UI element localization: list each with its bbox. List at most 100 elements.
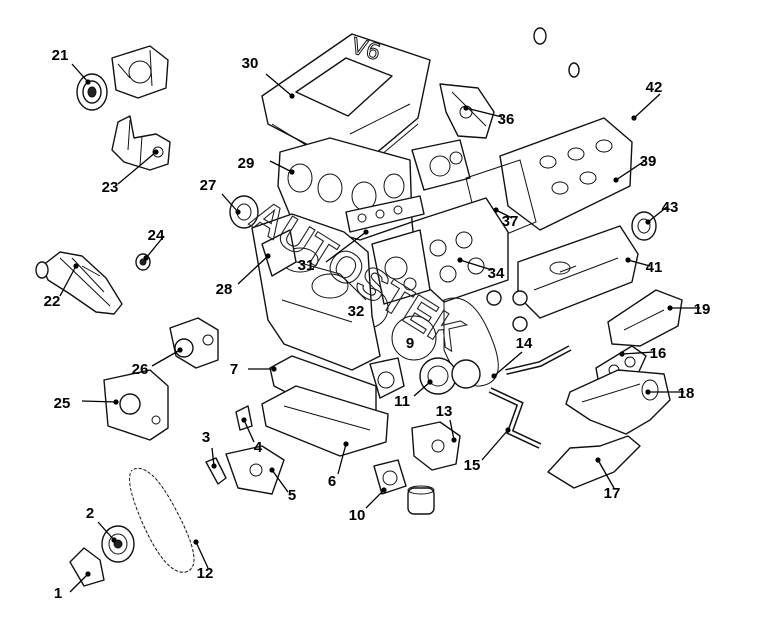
leader-line-13 [449,419,455,441]
callout-label-29: 29 [238,155,255,172]
callout-label-32: 32 [348,303,365,320]
leader-line-5 [271,469,289,493]
leader-dot-3 [211,463,217,469]
callout-label-31: 31 [298,257,315,274]
callout-label-25: 25 [54,395,71,412]
leader-line-30 [265,73,293,97]
part-5-bracket [225,445,285,495]
callout-4: 4 [241,417,263,456]
leader-dot-19 [667,305,673,311]
leader-dot-10 [381,487,387,493]
part-11-pulleys [419,357,481,395]
callout-32: 32 [348,303,365,320]
callout-42: 42 [631,79,662,121]
part-oil-filter [407,485,435,515]
leader-dot-4 [241,417,247,423]
callout-label-14: 14 [516,335,533,352]
callout-43: 43 [645,199,678,225]
part-3-tensioner [205,457,227,485]
leader-line-27 [221,193,239,213]
part-oil-pump [369,357,405,399]
callout-label-4: 4 [254,439,263,456]
callout-9: 9 [406,335,414,352]
callout-29: 29 [238,155,295,175]
leader-dot-22 [73,263,79,269]
callout-12: 12 [193,539,213,582]
part-10-fitting [373,459,407,495]
callout-19: 19 [667,301,710,318]
callout-label-24: 24 [148,227,165,244]
leader-dot-41 [625,257,631,263]
leader-dot-37 [493,207,499,213]
callout-label-3: 3 [202,429,210,446]
callout-16: 16 [619,345,666,362]
leader-line-22 [59,265,77,297]
leader-line-36 [465,107,503,118]
leader-dot-29 [289,169,295,175]
callout-label-28: 28 [216,281,233,298]
leader-dot-36 [463,105,469,111]
callout-label-34: 34 [488,265,505,282]
leader-dot-2 [111,537,117,543]
callout-22: 22 [44,263,79,310]
callout-label-23: 23 [102,179,119,196]
callout-label-1: 1 [54,585,62,602]
leader-line-2 [97,521,115,541]
leader-dot-25 [113,399,119,405]
callout-label-6: 6 [328,473,336,490]
part-22-cover [35,251,123,315]
callout-34: 34 [457,257,505,282]
callout-label-22: 22 [44,293,61,310]
leader-dot-7 [271,366,277,372]
leader-dot-28 [265,253,271,259]
callout-label-13: 13 [436,403,453,420]
callout-label-2: 2 [86,505,94,522]
leader-line-31 [325,231,367,263]
callout-label-16: 16 [650,345,667,362]
callout-17: 17 [595,457,620,502]
callout-label-42: 42 [646,79,663,96]
part-25-housing [103,369,169,441]
leader-line-1 [69,573,89,593]
leader-dot-12 [193,539,199,545]
part-41-valve-cover [517,225,639,319]
callout-24: 24 [143,227,165,261]
leader-line-3 [211,447,215,467]
callout-7: 7 [230,361,277,378]
callout-14: 14 [491,335,533,379]
part-6-oil-pan [261,385,389,457]
part-36-bracket [439,83,495,139]
callout-label-21: 21 [52,47,69,64]
callout-label-19: 19 [694,301,711,318]
leader-line-43 [647,205,669,223]
callout-1: 1 [54,571,91,602]
part-15-pipe [488,387,542,449]
leader-line-17 [597,459,615,489]
callout-label-12: 12 [197,565,214,582]
leader-dot-14 [491,373,497,379]
part-21-pulley [76,73,108,111]
leader-dot-30 [289,93,295,99]
leader-dot-43 [645,219,651,225]
part-18-exhaust-manifold [565,369,671,435]
callout-11: 11 [394,379,433,410]
leader-line-23 [117,151,157,185]
callout-10: 10 [349,487,387,524]
callout-27: 27 [200,177,241,215]
leader-dot-27 [235,209,241,215]
callout-23: 23 [102,149,159,196]
callout-layer: 1234567910111213141516171819212223242526… [44,47,711,602]
leader-dot-5 [269,467,275,473]
leader-line-21 [71,63,89,83]
callout-label-36: 36 [498,111,515,128]
leader-line-42 [633,93,661,119]
part-throttle-body [411,139,471,191]
leader-line-25 [81,400,117,403]
callout-28: 28 [216,253,271,298]
leader-dot-31 [363,229,369,235]
callout-15: 15 [464,427,511,474]
leader-dot-42 [631,115,637,121]
part-27-idler [229,195,259,229]
leader-dot-15 [505,427,511,433]
